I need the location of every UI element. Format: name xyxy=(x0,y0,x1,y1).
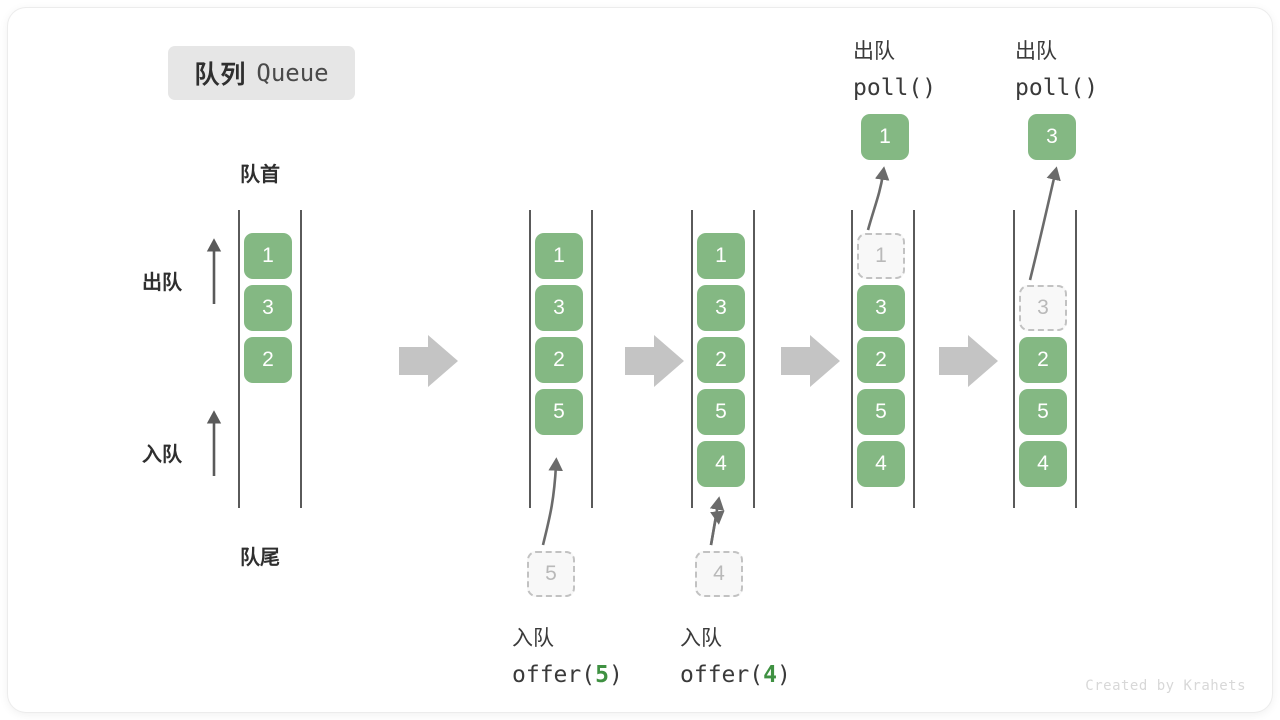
caption-chinese: 入队 xyxy=(680,627,722,650)
caption-code: poll() xyxy=(1015,70,1098,107)
queue-cell: 2 xyxy=(697,337,745,383)
channel-left-border xyxy=(529,210,531,508)
channel-right-border xyxy=(591,210,593,508)
popped-cell: 3 xyxy=(1028,114,1076,160)
label-queue-head: 队首 xyxy=(240,164,280,186)
queue-cell: 4 xyxy=(697,441,745,487)
code-suffix: ) xyxy=(922,75,937,101)
arrows-overlay xyxy=(206,166,1061,546)
queue-cell: 2 xyxy=(857,337,905,383)
queue-cell: 3 xyxy=(697,285,745,331)
queue-cell: 5 xyxy=(535,389,583,435)
queue-cell: 2 xyxy=(244,337,292,383)
channel-left-border xyxy=(238,210,240,508)
channel-right-border xyxy=(1075,210,1077,508)
offer-4-insertion-arrow xyxy=(709,496,725,546)
title-chinese: 队列 xyxy=(194,61,247,89)
label-enqueue-direction: 入队 xyxy=(142,444,182,466)
queue-cell: 1 xyxy=(535,233,583,279)
queue-cell: 1 xyxy=(697,233,745,279)
label-queue-tail: 队尾 xyxy=(240,547,280,569)
channel-right-border xyxy=(300,210,302,508)
operation-caption-poll-3: 出队 poll() xyxy=(1015,33,1098,107)
flow-arrow-2 xyxy=(625,335,684,387)
outgoing-ghost-cell: 1 xyxy=(857,233,905,279)
operation-caption-poll-1: 出队 poll() xyxy=(853,33,936,107)
operation-caption-offer-5: 入队 offer(5) xyxy=(512,620,623,694)
code-prefix: offer( xyxy=(512,662,596,688)
queue-cell: 3 xyxy=(535,285,583,331)
queue-cell: 1 xyxy=(244,233,292,279)
poll-3-removal-arrow xyxy=(1028,166,1061,281)
code-argument: 5 xyxy=(595,662,609,688)
code-suffix: ) xyxy=(1084,75,1099,101)
caption-chinese: 出队 xyxy=(1015,40,1057,63)
queue-cell: 5 xyxy=(857,389,905,435)
incoming-ghost-cell: 4 xyxy=(695,551,743,597)
queue-cell: 5 xyxy=(697,389,745,435)
channel-right-border xyxy=(753,210,755,508)
flow-arrow-3 xyxy=(781,335,840,387)
title-english: Queue xyxy=(256,59,329,87)
caption-chinese: 入队 xyxy=(512,627,554,650)
operation-caption-offer-4: 入队 offer(4) xyxy=(680,620,791,694)
diagram-card: 队列 Queue 队首 队尾 出队 入队 1 3 2 1 3 2 5 5 入队 … xyxy=(8,8,1272,712)
flow-arrow-1 xyxy=(399,335,458,387)
code-prefix: offer( xyxy=(680,662,764,688)
label-dequeue-direction: 出队 xyxy=(142,272,182,294)
channel-left-border xyxy=(691,210,693,508)
code-prefix: poll( xyxy=(853,75,923,101)
offer-5-insertion-arrow xyxy=(541,457,563,546)
code-suffix: ) xyxy=(776,662,791,688)
code-suffix: ) xyxy=(608,662,623,688)
poll-1-removal-arrow xyxy=(866,166,890,231)
queue-cell: 4 xyxy=(1019,441,1067,487)
incoming-ghost-cell: 5 xyxy=(527,551,575,597)
flow-arrow-4 xyxy=(939,335,998,387)
queue-cell: 5 xyxy=(1019,389,1067,435)
caption-code: offer(5) xyxy=(512,657,623,694)
diagram-title-badge: 队列 Queue xyxy=(168,46,355,100)
popped-cell: 1 xyxy=(861,114,909,160)
queue-cell: 4 xyxy=(857,441,905,487)
channel-left-border xyxy=(1013,210,1015,508)
watermark-credit: Created by Krahets xyxy=(1085,678,1246,694)
diagram-stage: 队列 Queue 队首 队尾 出队 入队 1 3 2 1 3 2 5 5 入队 … xyxy=(8,8,1272,712)
code-argument: 4 xyxy=(763,662,777,688)
queue-cell: 2 xyxy=(535,337,583,383)
queue-cell: 2 xyxy=(1019,337,1067,383)
outgoing-ghost-cell: 3 xyxy=(1019,285,1067,331)
caption-code: offer(4) xyxy=(680,657,791,694)
channel-right-border xyxy=(913,210,915,508)
queue-cell: 3 xyxy=(857,285,905,331)
caption-code: poll() xyxy=(853,70,936,107)
queue-cell: 3 xyxy=(244,285,292,331)
channel-left-border xyxy=(851,210,853,508)
caption-chinese: 出队 xyxy=(853,40,895,63)
code-prefix: poll( xyxy=(1015,75,1085,101)
